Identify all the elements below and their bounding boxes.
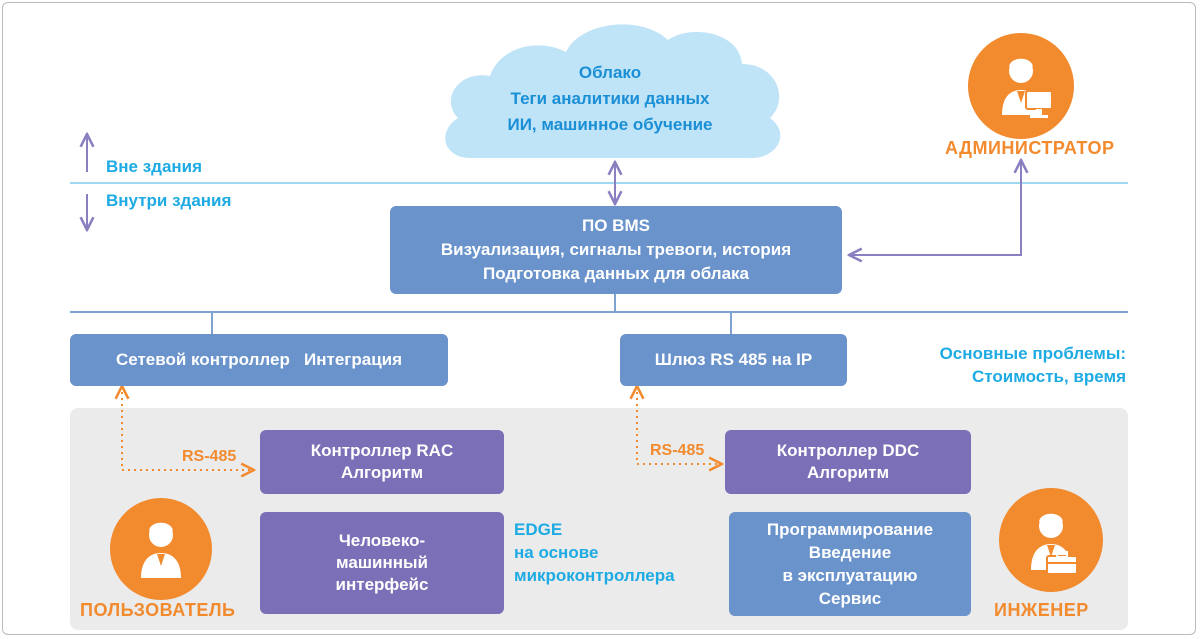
bms-line-2: Визуализация, сигналы тревоги, история [440,240,792,259]
programming-line-1: Программирование [766,520,934,539]
hmi-box: Человеко- машинный интерфейс [260,512,504,614]
programming-line-3: в эксплуатацию [782,566,918,585]
main-problems-note: Основные проблемы: Стоимость, время [860,342,1126,388]
hmi-line-1: Человеко- [338,531,426,550]
cloud-title: Облако [578,63,642,82]
rs485-left-label: RS-485 [182,448,237,465]
admin-person-icon [966,31,1076,141]
hmi-line-2: машинный [336,553,428,572]
rac-subtitle: Алгоритм [340,463,424,482]
outside-label: Вне здания [106,157,203,176]
cloud-shape [445,24,781,159]
ddc-title: Контроллер DDC [776,441,920,460]
bms-line-3: Подготовка данных для облака [483,264,749,283]
bms-title: ПО BMS [582,216,650,235]
rac-title: Контроллер RAC [310,441,454,460]
programming-box: Программирование Введение в эксплуатацию… [729,512,971,616]
edge-title: EDGE [514,520,563,539]
bms-admin-connector [849,160,1021,255]
engineer-label: ИНЖЕНЕР [994,600,1089,620]
rac-controller-box: Контроллер RAC Алгоритм [260,430,504,494]
rs485-left-connector [122,386,254,470]
programming-line-2: Введение [808,543,892,562]
rs485-right-label: RS-485 [650,442,705,459]
edge-label: EDGE на основе микроконтроллера [514,518,675,587]
programming-line-4: Сервис [818,589,882,608]
ddc-subtitle: Алгоритм [806,463,890,482]
problems-text: Стоимость, время [972,367,1126,386]
inside-label: Внутри здания [106,191,232,210]
ddc-controller-box: Контроллер DDC Алгоритм [725,430,971,494]
admin-label: АДМИНИСТРАТОР [945,138,1115,158]
edge-line-3: микроконтроллера [514,566,675,585]
cloud-text: Облако Теги аналитики данных ИИ, машинно… [470,60,750,138]
bms-box: ПО BMS Визуализация, сигналы тревоги, ис… [390,206,842,294]
rs485-right-connector [637,386,722,464]
cloud-line-2: Теги аналитики данных [510,89,710,108]
gateway-box: Шлюз RS 485 на IP [620,334,847,386]
network-controller-box: Сетевой контроллер Интеграция [70,334,448,386]
engineer-person-icon [997,486,1105,594]
hmi-line-3: интерфейс [335,575,429,594]
problems-title: Основные проблемы: [939,344,1126,363]
user-label: ПОЛЬЗОВАТЕЛЬ [80,600,236,620]
user-person-icon [108,496,214,602]
edge-line-2: на основе [514,543,599,562]
cloud-line-3: ИИ, машинное обучение [507,115,713,134]
